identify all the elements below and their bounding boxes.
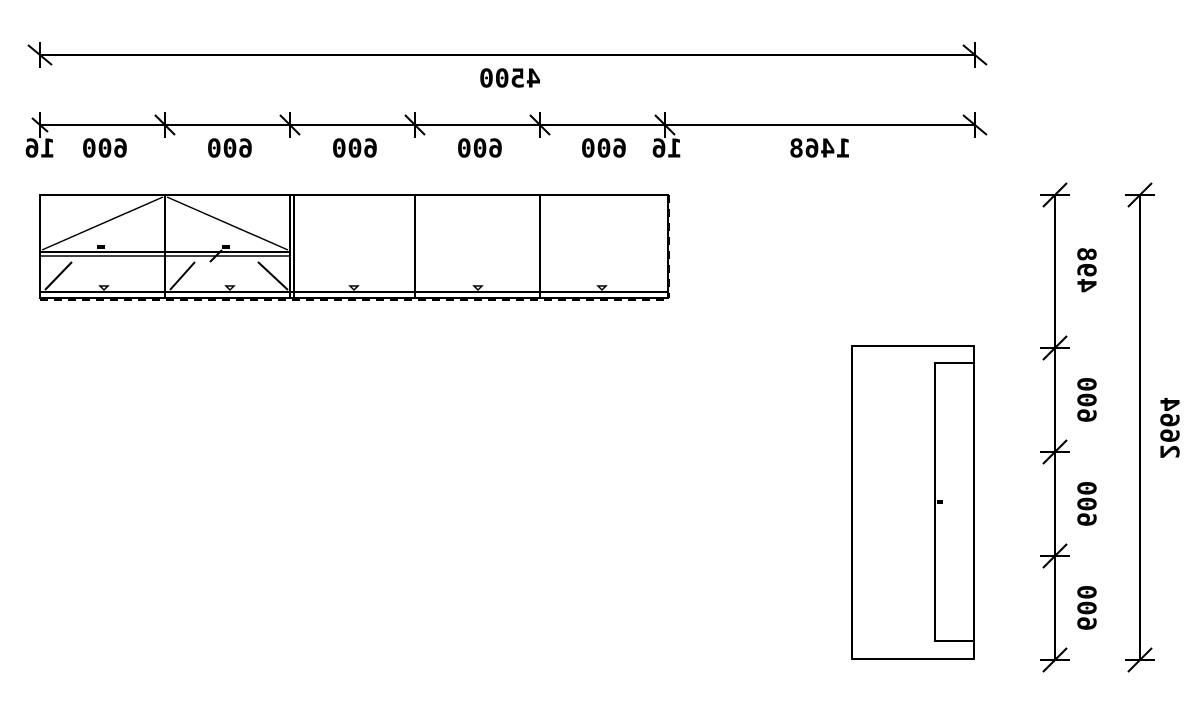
right-segment-label-3: 600	[1071, 481, 1101, 528]
segment-label-1: 600	[82, 135, 129, 165]
cabinet-unit-5	[596, 285, 608, 292]
side-elevation	[851, 345, 975, 660]
cabinet-unit-4	[472, 285, 484, 292]
cabinet-handle-icon	[348, 285, 360, 292]
cabinet-unit-3	[348, 285, 360, 292]
right-segment-label-1: 498	[1071, 247, 1101, 294]
cabinet-handle-icon	[596, 285, 608, 292]
cabinet-handle-icon	[98, 285, 110, 292]
right-segment-label-2: 600	[1071, 377, 1101, 424]
overall-width-label: 4500	[479, 65, 542, 95]
segment-label-edge-right: 16	[651, 135, 682, 165]
segment-dimension-line	[31, 112, 988, 138]
right-overall-dimension-line	[1125, 182, 1155, 673]
segment-label-remaining: 1468	[789, 135, 852, 165]
right-overall-label: 2664	[1154, 397, 1184, 460]
segment-label-4: 600	[457, 135, 504, 165]
segment-label-5: 600	[581, 135, 628, 165]
cabinet-handle-icon	[472, 285, 484, 292]
right-segment-label-4: 600	[1071, 585, 1101, 632]
right-segment-dimension-line	[1040, 182, 1070, 673]
wall-cabinet-run	[39, 194, 670, 301]
segment-label-edge-left: 16	[24, 135, 55, 165]
segment-label-3: 600	[332, 135, 379, 165]
overall-dimension-line	[27, 42, 988, 68]
cabinet-handle-icon	[224, 285, 236, 292]
cabinet-unit-2	[166, 196, 289, 292]
cabinet-unit-1	[41, 196, 164, 292]
segment-label-2: 600	[207, 135, 254, 165]
